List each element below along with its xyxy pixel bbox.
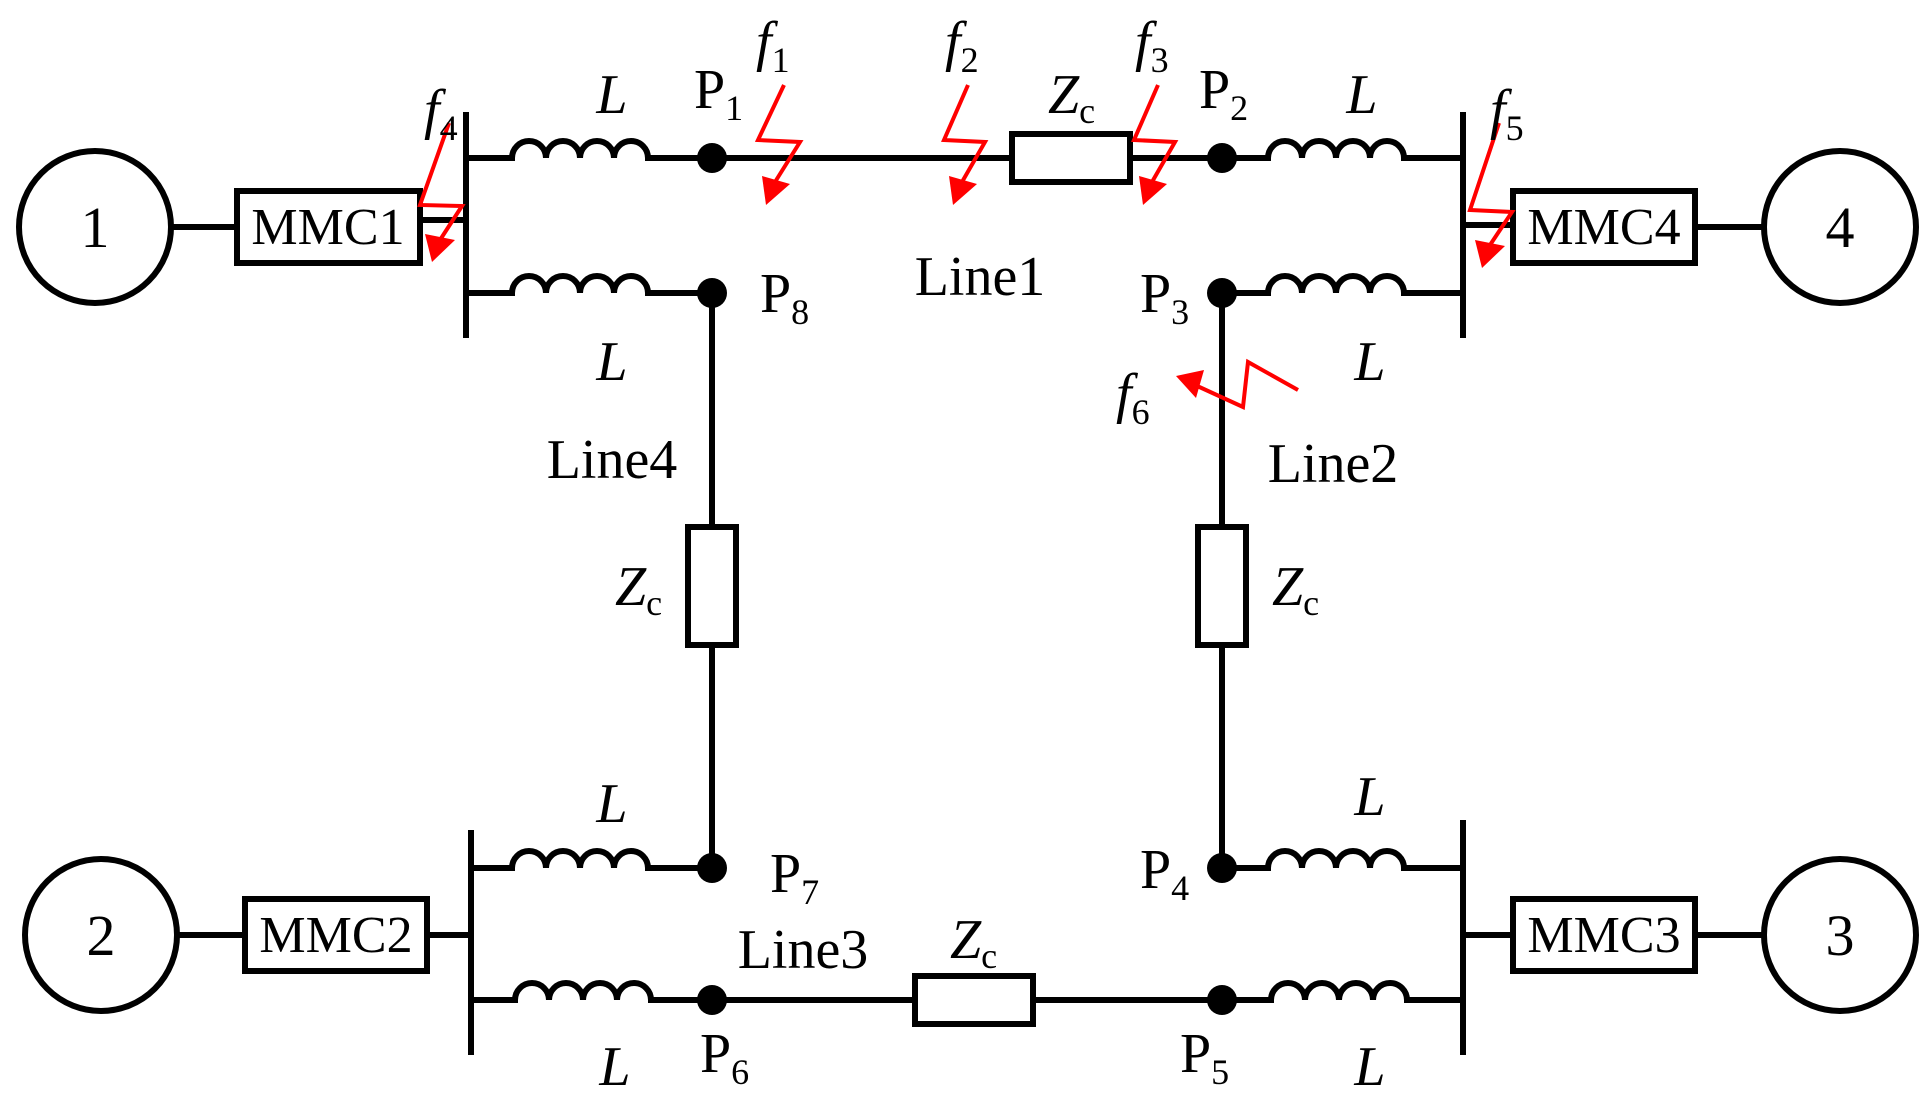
point-label-p8: P8 — [760, 263, 809, 332]
inductor-label-p3-bus4: L — [1353, 331, 1385, 393]
node-p3 — [1207, 278, 1237, 308]
line2-label: Line2 — [1268, 433, 1399, 495]
inductor-p2-bus4 — [1268, 141, 1404, 158]
fault-label-f4: f4 — [424, 79, 458, 148]
fault-label-f1: f1 — [756, 11, 790, 80]
fault-label-f5: f5 — [1490, 79, 1524, 148]
point-label-p2: P2 — [1199, 59, 1248, 128]
line4-label: Line4 — [547, 429, 678, 491]
node-p4 — [1207, 853, 1237, 883]
inductor-label-bus1-p1: L — [595, 64, 627, 126]
node-p2 — [1207, 143, 1237, 173]
inductor-bus2-p6 — [515, 983, 651, 1000]
node-p1 — [697, 143, 727, 173]
line1-impedance — [1009, 131, 1133, 185]
line2-impedance-label: Zc — [1272, 556, 1319, 623]
line4-impedance — [685, 524, 739, 648]
mmc4-label: MMC4 — [1527, 199, 1680, 256]
line3-impedance — [912, 973, 1036, 1027]
inductor-label-bus2-p6: L — [598, 1036, 630, 1095]
source-1-label: 1 — [81, 195, 110, 260]
node-p7 — [697, 853, 727, 883]
fault-label-f2: f2 — [945, 11, 979, 80]
point-label-p3: P3 — [1140, 263, 1189, 332]
mmc4-box: MMC4 — [1510, 188, 1698, 266]
fault-label-f3: f3 — [1135, 11, 1169, 80]
line3-impedance-label: Zc — [950, 909, 997, 976]
mmc1-label: MMC1 — [251, 199, 404, 256]
source-2-label: 2 — [87, 903, 116, 968]
inductor-bus1-p1 — [512, 141, 648, 158]
fault-f2-marker — [941, 84, 989, 205]
inductor-label-bus1-p8: L — [595, 331, 627, 393]
fault-label-f6: f6 — [1116, 363, 1150, 432]
line1-impedance-label: Zc — [1048, 64, 1095, 131]
inductor-label-p4-bus3: L — [1353, 766, 1385, 828]
point-label-p4: P4 — [1140, 839, 1189, 908]
inductor-p3-bus4 — [1268, 276, 1404, 293]
mmc3-label: MMC3 — [1527, 907, 1680, 964]
node-p5 — [1207, 985, 1237, 1015]
inductor-p4-bus3 — [1268, 851, 1404, 868]
line3-label: Line3 — [738, 919, 869, 981]
inductor-p5-bus3 — [1271, 983, 1407, 1000]
fault-f5-marker — [1467, 122, 1516, 268]
source-4: 4 — [1761, 148, 1919, 306]
fault-f3-marker — [1131, 84, 1179, 205]
line4-impedance-label: Zc — [615, 556, 662, 623]
mmc2-box: MMC2 — [242, 896, 430, 974]
line1-label: Line1 — [915, 246, 1046, 308]
source-3: 3 — [1761, 856, 1919, 1014]
inductor-bus1-p8 — [512, 276, 648, 293]
node-p6 — [697, 985, 727, 1015]
mmc3-box: MMC3 — [1510, 896, 1698, 974]
source-3-label: 3 — [1826, 903, 1855, 968]
point-label-p1: P1 — [694, 59, 743, 128]
point-label-p5: P5 — [1180, 1023, 1229, 1092]
source-4-label: 4 — [1826, 195, 1855, 260]
fault-f4-marker — [417, 122, 466, 262]
line2-impedance — [1195, 524, 1249, 648]
inductor-label-p5-bus3: L — [1353, 1036, 1385, 1095]
point-label-p6: P6 — [700, 1023, 749, 1092]
fault-f1-marker — [754, 84, 804, 205]
fault-f6-marker — [1176, 358, 1299, 410]
inductor-bus2-p7 — [512, 851, 648, 868]
mmc2-label: MMC2 — [259, 907, 412, 964]
node-p8 — [697, 278, 727, 308]
point-label-p7: P7 — [770, 843, 819, 912]
inductor-label-bus2-p7: L — [595, 773, 627, 835]
source-2: 2 — [22, 856, 180, 1014]
source-1: 1 — [16, 148, 174, 306]
mmc1-box: MMC1 — [234, 188, 423, 266]
inductor-label-p2-bus4: L — [1345, 64, 1377, 126]
